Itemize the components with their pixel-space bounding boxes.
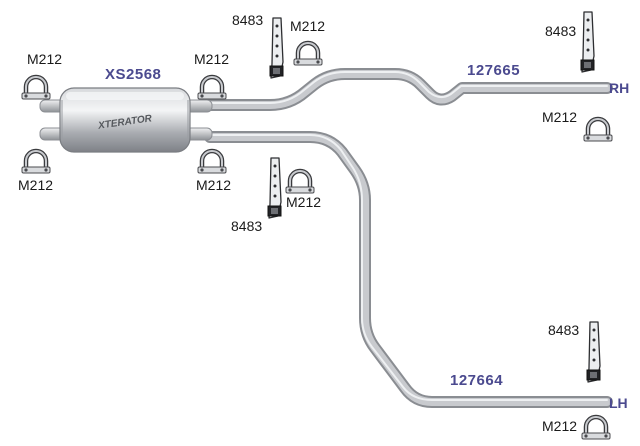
muffler-part-number: XS2568	[105, 66, 162, 83]
clamp-label: M212	[196, 177, 232, 193]
hanger-label: 8483	[545, 23, 577, 39]
hanger-label: 8483	[232, 12, 264, 28]
hanger-label: 8483	[548, 322, 580, 338]
hanger-icon	[269, 17, 284, 79]
hanger-icon	[580, 11, 595, 73]
left-pipe	[204, 131, 613, 408]
clamp-icon	[293, 40, 323, 66]
clamps-group	[21, 40, 613, 440]
lh-side-label: LH	[609, 395, 628, 411]
clamp-label: M212	[18, 177, 54, 193]
clamp-label: M212	[194, 51, 230, 67]
clamp-icon	[285, 168, 315, 194]
hanger-label: 8483	[231, 218, 263, 234]
clamp-icon	[581, 414, 611, 440]
hangers-group	[267, 11, 601, 383]
clamp-label: M212	[290, 18, 326, 34]
clamp-icon	[197, 74, 227, 100]
left-pipe-part-number: 127664	[450, 372, 504, 389]
clamp-icon	[197, 148, 227, 174]
muffler-icon	[39, 87, 213, 153]
clamp-icon	[583, 116, 613, 142]
hanger-icon	[267, 157, 282, 219]
clamp-label: M212	[542, 418, 578, 434]
clamp-icon	[21, 148, 51, 174]
right-pipe	[204, 68, 613, 111]
right-pipe-part-number: 127665	[467, 62, 521, 79]
clamp-icon	[21, 74, 51, 100]
clamp-label: M212	[542, 109, 578, 125]
clamp-label: M212	[27, 51, 63, 67]
clamp-label: M212	[286, 194, 322, 210]
hanger-icon	[586, 321, 601, 383]
rh-side-label: RH	[609, 80, 630, 96]
